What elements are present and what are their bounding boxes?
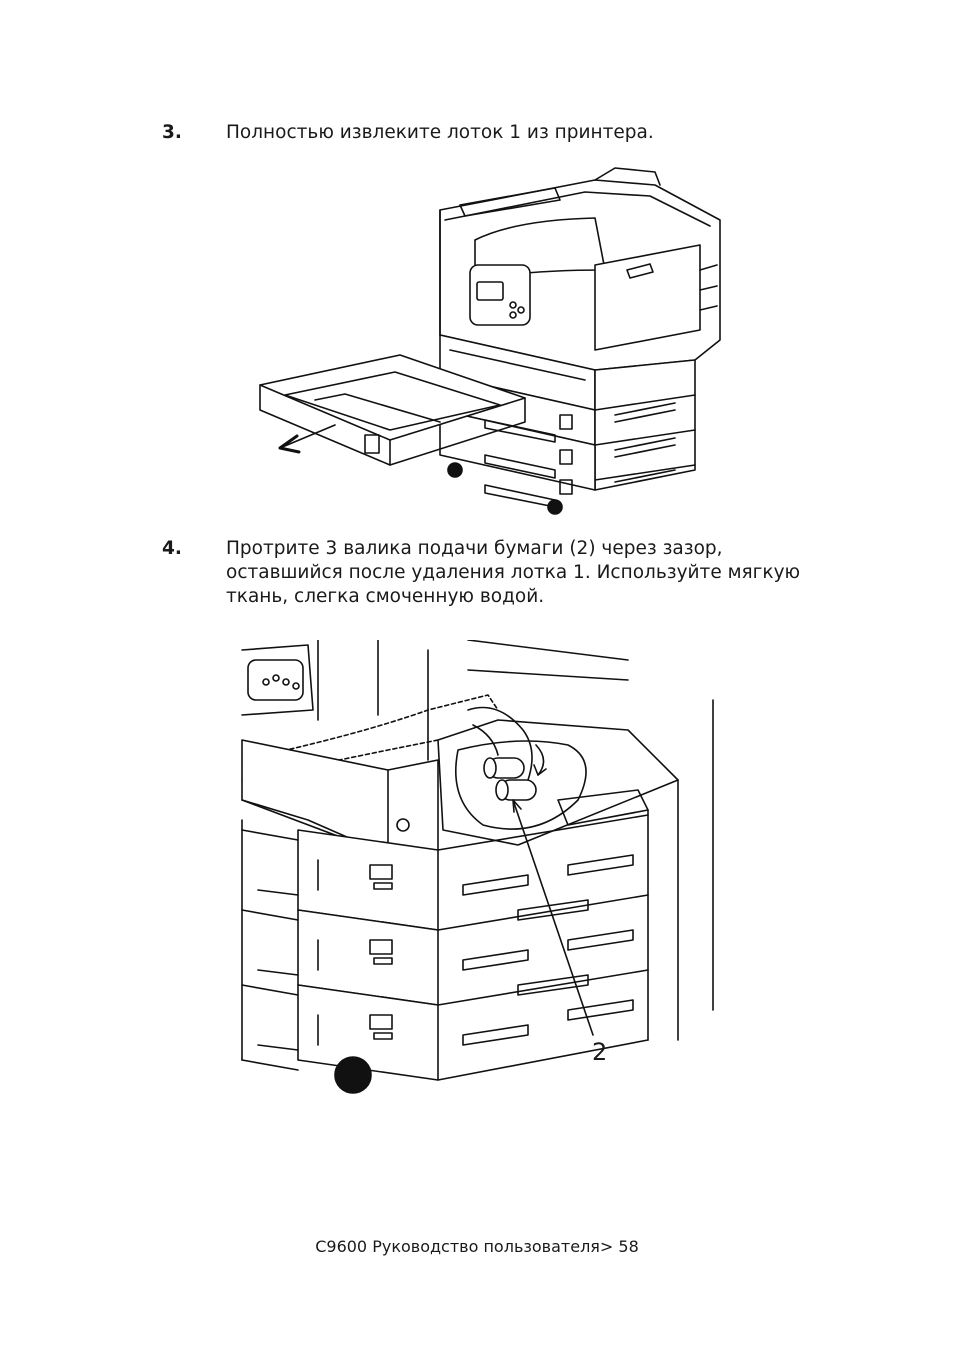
step-number: 3. [162, 122, 182, 143]
callout-label: 2 [592, 1038, 608, 1066]
step-number: 4. [162, 538, 182, 559]
step-text-line: Протрите 3 валика подачи бумаги (2) чере… [226, 538, 723, 559]
page-footer: C9600 Руководство пользователя> 58 [315, 1237, 639, 1256]
printer-tray-removal-illustration [255, 160, 725, 515]
step-text: Протрите 3 валика подачи бумаги (2) чере… [226, 537, 826, 609]
step-text-line: оставшийся после удаления лотка 1. Испол… [226, 562, 801, 583]
step-text: Полностью извлеките лоток 1 из принтера. [226, 121, 826, 145]
step-text-line: ткань, слегка смоченную водой. [226, 586, 545, 607]
step-text-line: Полностью извлеките лоток 1 из принтера. [226, 122, 654, 143]
roller-cleaning-illustration [238, 640, 720, 1096]
